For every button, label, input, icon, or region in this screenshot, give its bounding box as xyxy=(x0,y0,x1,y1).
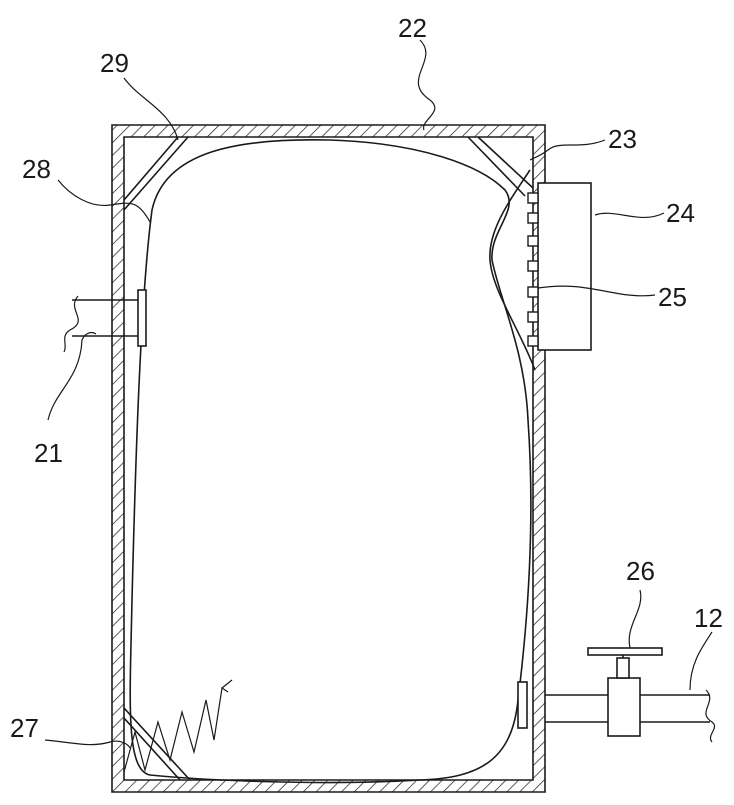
label-27: 27 xyxy=(10,713,39,743)
container-shell xyxy=(111,124,546,793)
label-26: 26 xyxy=(626,556,655,586)
corner-brace-top-left xyxy=(123,136,189,211)
reference-labels: 22 29 23 28 24 25 21 26 12 27 xyxy=(10,13,723,743)
spring-27 xyxy=(123,679,233,773)
leader-lines xyxy=(44,39,713,749)
label-23: 23 xyxy=(608,124,637,154)
inlet-pipe-21 xyxy=(63,289,147,353)
label-28: 28 xyxy=(22,154,51,184)
outlet-pipe-12 xyxy=(517,681,716,743)
label-29: 29 xyxy=(100,48,129,78)
vent-holes-25 xyxy=(527,192,539,347)
corner-brace-bottom-left xyxy=(123,707,191,781)
label-25: 25 xyxy=(658,282,687,312)
corner-brace-top-right xyxy=(467,136,534,197)
label-21: 21 xyxy=(34,438,63,468)
label-22: 22 xyxy=(398,13,427,43)
label-12: 12 xyxy=(694,603,723,633)
label-24: 24 xyxy=(666,198,695,228)
flexible-bag xyxy=(129,138,532,784)
valve-26 xyxy=(587,647,663,737)
vent-unit-24 xyxy=(489,169,592,371)
